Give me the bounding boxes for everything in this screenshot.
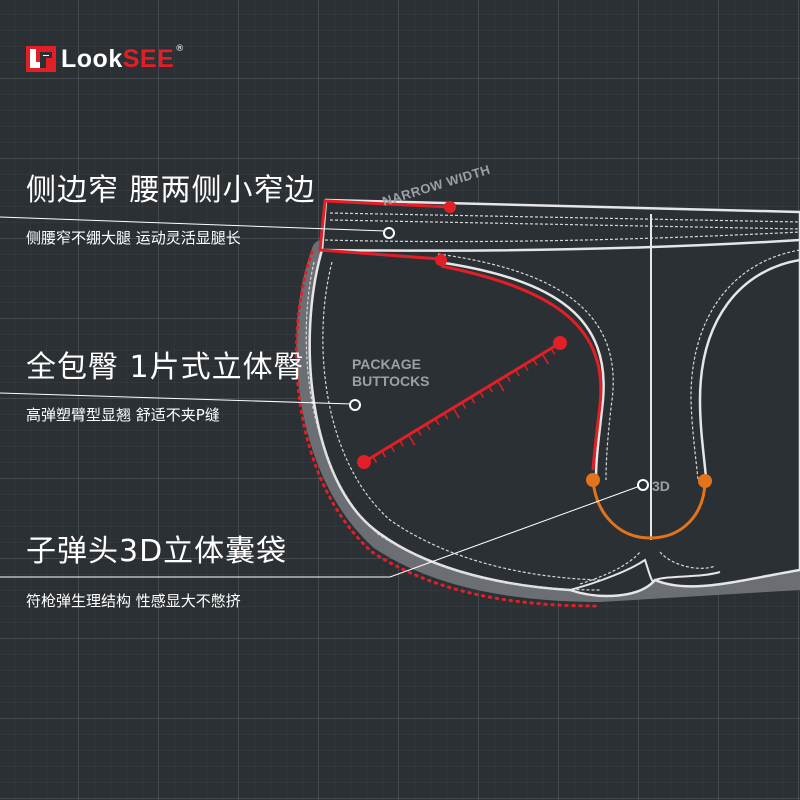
ruler-tick xyxy=(514,369,520,377)
coverage-dotted-outline xyxy=(294,250,602,608)
ruler-tick xyxy=(470,396,476,404)
callout-target xyxy=(637,479,649,491)
ruler-tick xyxy=(434,418,440,426)
marker-dot xyxy=(553,336,567,350)
waistband-stitch xyxy=(329,212,800,223)
feature-title-3d-pouch: 子弹头3D立体囊袋 xyxy=(26,534,288,569)
garment-body xyxy=(308,198,800,598)
marker-dot xyxy=(435,254,447,266)
brand-mark-icon xyxy=(26,46,56,72)
callout-target xyxy=(349,399,361,411)
marker-dot xyxy=(357,455,371,469)
ruler-tick xyxy=(381,450,387,458)
marker-dot-orange xyxy=(698,474,712,488)
marker-dot-orange xyxy=(586,473,600,487)
ruler-tick xyxy=(488,385,494,393)
ruler-tick xyxy=(479,391,485,399)
leader-line xyxy=(0,392,353,405)
rear-stitch xyxy=(322,261,601,581)
ruler-tick xyxy=(523,364,529,372)
ruler-tick xyxy=(398,439,404,447)
leg-trim-left xyxy=(437,260,605,479)
ruler-tick xyxy=(532,358,538,366)
ruler-tick xyxy=(550,348,556,355)
tag-package-buttocks: PACKAGE BUTTOCKS xyxy=(352,356,430,389)
tag-3d: 3D xyxy=(652,478,670,494)
waistband-stitch xyxy=(324,231,800,243)
leg-trim-right-stitch xyxy=(690,249,800,481)
brand-name: LookSEE xyxy=(61,44,175,73)
feature-subtitle-3d-pouch: 符枪弹生理结构 性感显大不憋挤 xyxy=(26,592,241,610)
ruler-tick xyxy=(372,456,378,463)
ruler-tick xyxy=(443,412,449,420)
buttock-curve xyxy=(440,264,603,471)
registered-mark: ® xyxy=(175,44,185,54)
ruler-tick xyxy=(390,445,396,453)
feature-subtitle-narrow-side: 侧腰窄不绷大腿 运动灵活显腿长 xyxy=(26,229,241,247)
leader-line xyxy=(389,485,641,578)
leader-line xyxy=(0,216,386,232)
feature-title-narrow-side: 侧边窄 腰两侧小窄边 xyxy=(26,173,316,208)
ruler-tick xyxy=(461,402,467,409)
ruler-tick xyxy=(416,429,422,436)
ruler-tick xyxy=(541,353,550,365)
ruler-tick xyxy=(407,434,416,446)
marker-dot xyxy=(444,201,456,213)
ruler-tick xyxy=(425,423,431,431)
leg-trim-left-stitch xyxy=(437,253,614,481)
feature-subtitle-full-coverage: 高弹塑臂型显翘 舒适不夹P缝 xyxy=(26,406,220,424)
pouch-3d-curve xyxy=(591,479,707,540)
waistband-stitch xyxy=(329,219,800,230)
leg-trim-right xyxy=(698,258,800,479)
ruler-tick xyxy=(452,407,460,419)
ruler-ticks xyxy=(372,348,556,463)
brand-logo: LookSEE ® xyxy=(26,44,185,73)
ruler-tick xyxy=(505,375,511,382)
ruler-tick xyxy=(496,380,505,392)
rear-stitch xyxy=(305,261,601,591)
crotch-stitch xyxy=(579,551,716,585)
narrow-side-bracket xyxy=(318,199,451,261)
waistband-edge xyxy=(321,238,800,252)
feature-title-full-coverage: 全包臀 1片式立体臀 xyxy=(26,350,305,385)
callout-target xyxy=(383,227,395,239)
crotch-outline xyxy=(569,558,721,591)
